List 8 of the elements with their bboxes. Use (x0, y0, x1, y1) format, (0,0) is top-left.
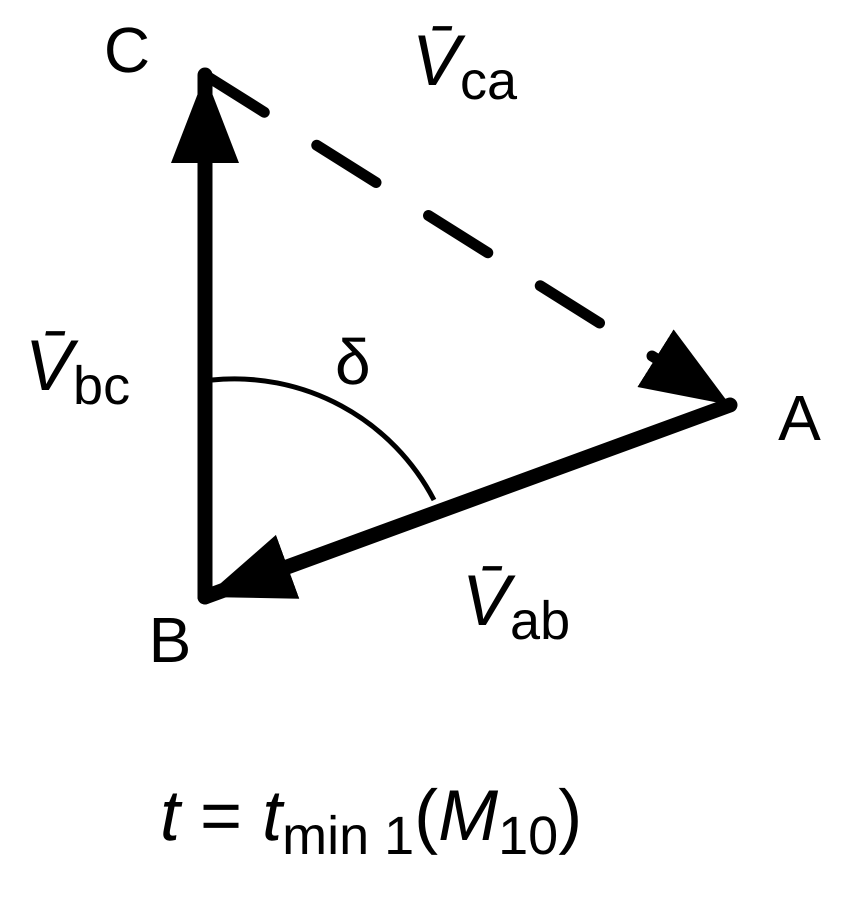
angle-label: δ (335, 330, 371, 394)
vertex-label: C (104, 18, 150, 82)
vertex-label: B (148, 608, 192, 672)
edge-label: V̄$_{ab}$ (462, 565, 570, 637)
edge-label: V̄$_{bc}$ (25, 330, 130, 402)
arrow (171, 68, 239, 604)
vertex-label: A (778, 386, 821, 450)
edge-label: V̄$_{ca}$ (412, 25, 518, 97)
